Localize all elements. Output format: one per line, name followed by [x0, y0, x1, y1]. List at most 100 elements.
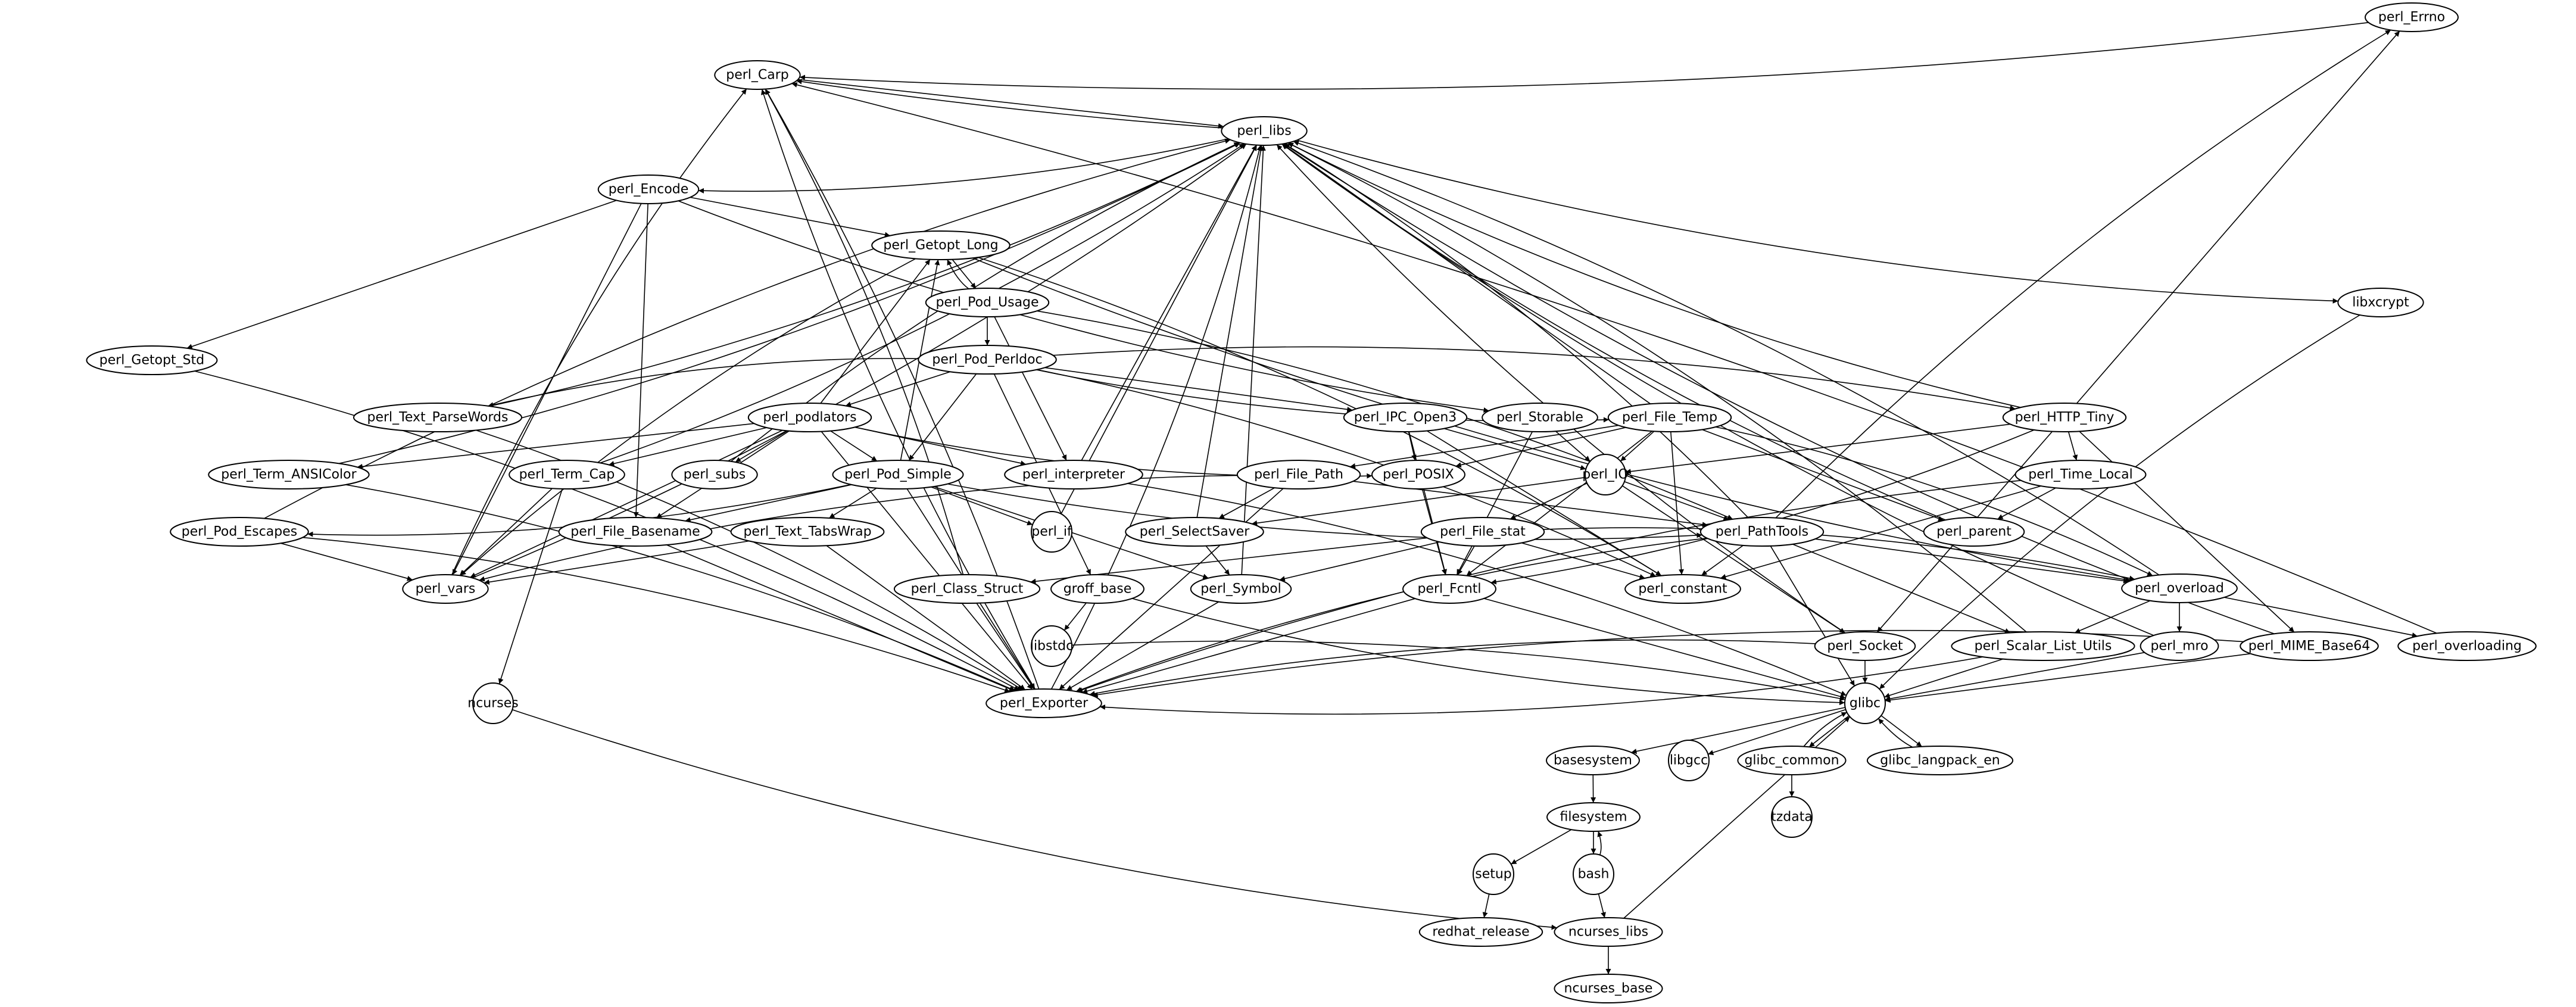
- edge-line: [460, 258, 916, 576]
- edge-perl_MIME_Base64-to-perl_libs: [1283, 143, 2275, 635]
- edge-line: [1075, 537, 1707, 693]
- node-perl-pod-perldoc[interactable]: perl_Pod_Perldoc: [918, 345, 1057, 375]
- edge-perl_Symbol-to-perl_libs: [1241, 145, 1266, 575]
- node-groff-base[interactable]: groff_base: [1050, 574, 1144, 604]
- node-perl-term-cap[interactable]: perl_Term_Cap: [509, 460, 625, 490]
- node-tzdata[interactable]: tzdata: [1771, 796, 1813, 838]
- node-perl-file-basename[interactable]: perl_File_Basename: [558, 517, 713, 547]
- node-perl-mime-base64[interactable]: perl_MIME_Base64: [2240, 631, 2379, 661]
- node-perl-symbol[interactable]: perl_Symbol: [1190, 574, 1292, 604]
- node-perl-libs[interactable]: perl_libs: [1221, 116, 1308, 146]
- node-redhat-release[interactable]: redhat_release: [1418, 917, 1543, 947]
- node-perl-exporter[interactable]: perl_Exporter: [986, 688, 1102, 718]
- edge-perl_Encode-to-perl_vars: [452, 203, 642, 575]
- edge-perl_File_stat-to-perl_constant: [1521, 542, 1645, 579]
- edge-perl_File_Temp-to-perl_POSIX: [1455, 427, 1626, 468]
- node-perl-file-stat[interactable]: perl_File_stat: [1420, 517, 1545, 547]
- node-shape: [1482, 403, 1598, 432]
- node-perl-if[interactable]: perl_if: [1031, 511, 1072, 553]
- node-label: perl_Text_TabsWrap: [743, 525, 871, 540]
- node-perl-file-temp[interactable]: perl_File_Temp: [1607, 403, 1732, 432]
- edge-perl_PathTools-to-perl_Exporter: [1075, 537, 1707, 693]
- edge-line: [1455, 427, 1626, 468]
- node-perl-overloading[interactable]: perl_overloading: [2397, 631, 2537, 661]
- node-perl-time-local[interactable]: perl_Time_Local: [2014, 460, 2147, 490]
- node-ncurses-libs[interactable]: ncurses_libs: [1554, 917, 1663, 947]
- node-perl-posix[interactable]: perl_POSIX: [1371, 460, 1465, 490]
- node-perl-text-tabswrap[interactable]: perl_Text_TabsWrap: [730, 517, 885, 547]
- edge-perl_IO-to-perl_Socket: [1621, 485, 1846, 634]
- edge-line: [1702, 429, 1944, 521]
- node-perl-pod-simple[interactable]: perl_Pod_Simple: [832, 460, 964, 490]
- node-shape: [918, 345, 1057, 375]
- node-perl-parent[interactable]: perl_parent: [1923, 517, 2025, 547]
- node-glibc[interactable]: glibc: [1844, 682, 1886, 724]
- node-perl-ipc-open3[interactable]: perl_IPC_Open3: [1343, 403, 1468, 432]
- node-shape: [1343, 403, 1468, 432]
- edge-perl_PathTools-to-perl_constant: [1701, 545, 1744, 576]
- edge-line: [1521, 542, 1645, 579]
- edge-line: [451, 88, 747, 575]
- node-perl-class-struct[interactable]: perl_Class_Struct: [893, 574, 1041, 604]
- node-perl-vars[interactable]: perl_vars: [402, 574, 489, 604]
- node-perl-constant[interactable]: perl_constant: [1624, 574, 1741, 604]
- edge-line: [1808, 715, 1850, 747]
- node-filesystem[interactable]: filesystem: [1546, 802, 1641, 832]
- edge-perl_Scalar_List_Utils-to-perl_libs: [1287, 142, 2027, 633]
- node-label: perl_libs: [1237, 124, 1291, 139]
- edge-line: [1624, 481, 1729, 520]
- edge-line: [1037, 310, 1733, 520]
- edge-perl_Time_Local-to-perl_Exporter: [1077, 480, 2022, 693]
- node-libxcrypt[interactable]: libxcrypt: [2337, 288, 2424, 317]
- edge-perl_IO-to-perl_PathTools: [1624, 481, 1729, 520]
- node-glibc-common[interactable]: glibc_common: [1737, 746, 1847, 775]
- edge-perl_File_Path-to-perl_SelectSaver: [1218, 487, 1275, 519]
- edge-line: [1878, 718, 1913, 748]
- node-perl-file-path[interactable]: perl_File_Path: [1236, 460, 1361, 490]
- node-shape: [170, 517, 309, 547]
- node-perl-mro[interactable]: perl_mro: [2140, 631, 2219, 661]
- node-perl-pathtools[interactable]: perl_PathTools: [1699, 517, 1825, 547]
- node-perl-errno[interactable]: perl_Errno: [2365, 2, 2459, 32]
- node-libstdc[interactable]: libstdc: [1030, 625, 1073, 667]
- node-perl-encode[interactable]: perl_Encode: [597, 174, 700, 204]
- node-bash[interactable]: bash: [1573, 853, 1614, 895]
- node-libgcc[interactable]: libgcc: [1668, 740, 1710, 781]
- node-perl-socket[interactable]: perl_Socket: [1814, 631, 1916, 661]
- node-perl-overload[interactable]: perl_overload: [2121, 573, 2238, 603]
- node-perl-carp[interactable]: perl_Carp: [714, 60, 801, 90]
- node-shape: [208, 460, 370, 490]
- node-perl-pod-usage[interactable]: perl_Pod_Usage: [925, 288, 1050, 317]
- node-perl-io[interactable]: perl_IO: [1582, 454, 1629, 495]
- node-perl-scalar-list-utils[interactable]: perl_Scalar_List_Utils: [1951, 631, 2135, 661]
- edge-line: [1071, 640, 1845, 702]
- node-perl-selectsaver[interactable]: perl_SelectSaver: [1125, 517, 1264, 547]
- edge-perl_Getopt_Long-to-perl_constant: [978, 257, 1662, 576]
- node-perl-subs[interactable]: perl_subs: [671, 460, 758, 490]
- node-perl-storable[interactable]: perl_Storable: [1482, 403, 1598, 432]
- edge-perl_Pod_Usage-to-perl_Getopt_Long: [947, 259, 969, 289]
- node-perl-interpreter[interactable]: perl_interpreter: [1004, 460, 1143, 490]
- node-perl-getopt-long[interactable]: perl_Getopt_Long: [871, 230, 1011, 260]
- node-perl-text-parsewords[interactable]: perl_Text_ParseWords: [353, 403, 522, 432]
- edge-line: [685, 484, 852, 523]
- node-perl-term-ansicolor[interactable]: perl_Term_ANSIColor: [208, 460, 370, 490]
- edge-line: [952, 259, 977, 289]
- edge-line: [2224, 597, 2418, 638]
- node-ncurses-base[interactable]: ncurses_base: [1554, 974, 1663, 1003]
- node-setup[interactable]: setup: [1473, 853, 1514, 895]
- edge-perl_Pod_Simple-to-perl_File_Basename: [685, 484, 852, 523]
- node-perl-getopt-std[interactable]: perl_Getopt_Std: [86, 345, 218, 375]
- edge-line: [1241, 145, 1266, 575]
- node-basesystem[interactable]: basesystem: [1546, 746, 1640, 775]
- node-perl-podlators[interactable]: perl_podlators: [747, 403, 872, 432]
- node-ncurses[interactable]: ncurses: [467, 682, 519, 724]
- node-glibc-langpack-en[interactable]: glibc_langpack_en: [1866, 746, 2014, 775]
- edge-line: [1456, 431, 1533, 575]
- edge-line: [735, 430, 788, 463]
- node-label: redhat_release: [1432, 925, 1529, 940]
- node-perl-fcntl[interactable]: perl_Fcntl: [1402, 574, 1496, 604]
- node-perl-http-tiny[interactable]: perl_HTTP_Tiny: [2002, 403, 2127, 432]
- edge-line: [1598, 893, 1606, 918]
- node-perl-pod-escapes[interactable]: perl_Pod_Escapes: [170, 517, 309, 547]
